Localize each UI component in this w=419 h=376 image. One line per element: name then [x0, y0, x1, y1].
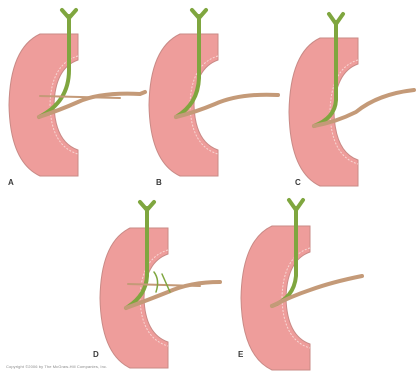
copyright-text: Copyright ©2006 by The McGraw-Hill Compa… [6, 364, 107, 369]
panel-a-duodenum-figure [9, 10, 145, 176]
duodenum-shape [241, 226, 310, 370]
accessory-duct [154, 272, 170, 292]
bile-duct-fork [329, 14, 343, 24]
panel-c-duodenum-figure [289, 14, 414, 186]
panel-label-c: C [295, 178, 301, 188]
bile-duct-fork [289, 200, 303, 210]
panel-label-d: D [93, 350, 99, 360]
panel-e-duodenum-figure [241, 200, 362, 370]
duodenum-shape [289, 38, 358, 186]
panel-label-e: E [238, 350, 243, 360]
panel-label-a: A [8, 178, 14, 188]
panel-label-b: B [156, 178, 162, 188]
panel-b-duodenum-figure [149, 10, 278, 176]
panel-d-duodenum-figure [100, 202, 220, 368]
